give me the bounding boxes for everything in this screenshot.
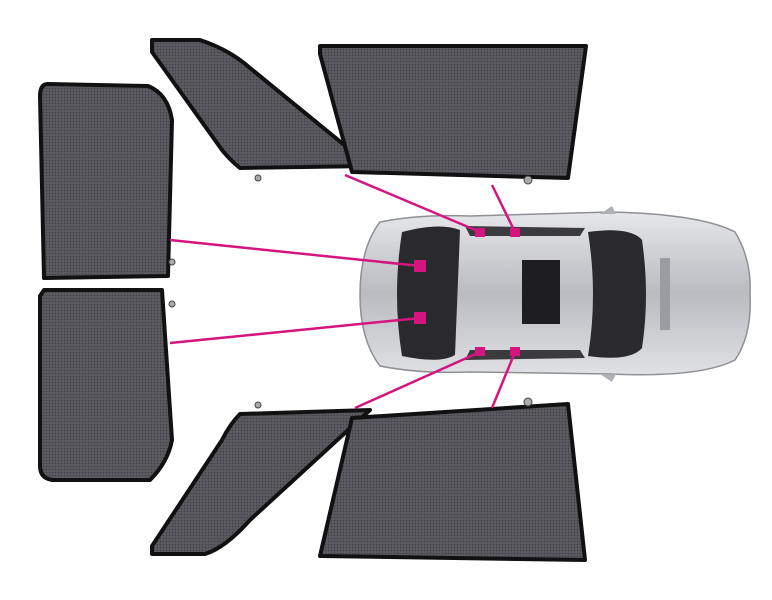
- rear-left-quarter-shade: [150, 38, 372, 170]
- marker: [414, 312, 426, 324]
- mirror-top: [600, 206, 616, 214]
- front-right-door-shade: [318, 402, 587, 562]
- marker: [414, 260, 426, 272]
- marker: [475, 347, 485, 356]
- marker: [510, 347, 520, 356]
- mount-clips: [168, 174, 533, 409]
- rear-windshield: [397, 226, 460, 360]
- front-windshield: [588, 230, 646, 358]
- car: [359, 206, 751, 382]
- marker: [510, 228, 520, 237]
- sunroof: [522, 260, 560, 324]
- side-windows-top: [465, 226, 585, 236]
- connector-lines: [169, 173, 520, 410]
- front-left-door-shade: [318, 44, 588, 180]
- marker: [475, 228, 485, 237]
- shades: [38, 38, 588, 562]
- rear-window-shade-right: [38, 288, 174, 482]
- side-windows-bottom: [465, 350, 585, 360]
- mirror-bottom: [600, 374, 616, 382]
- rear-window-shade-left: [38, 82, 174, 280]
- grille: [660, 258, 670, 330]
- rear-right-quarter-shade: [150, 408, 372, 556]
